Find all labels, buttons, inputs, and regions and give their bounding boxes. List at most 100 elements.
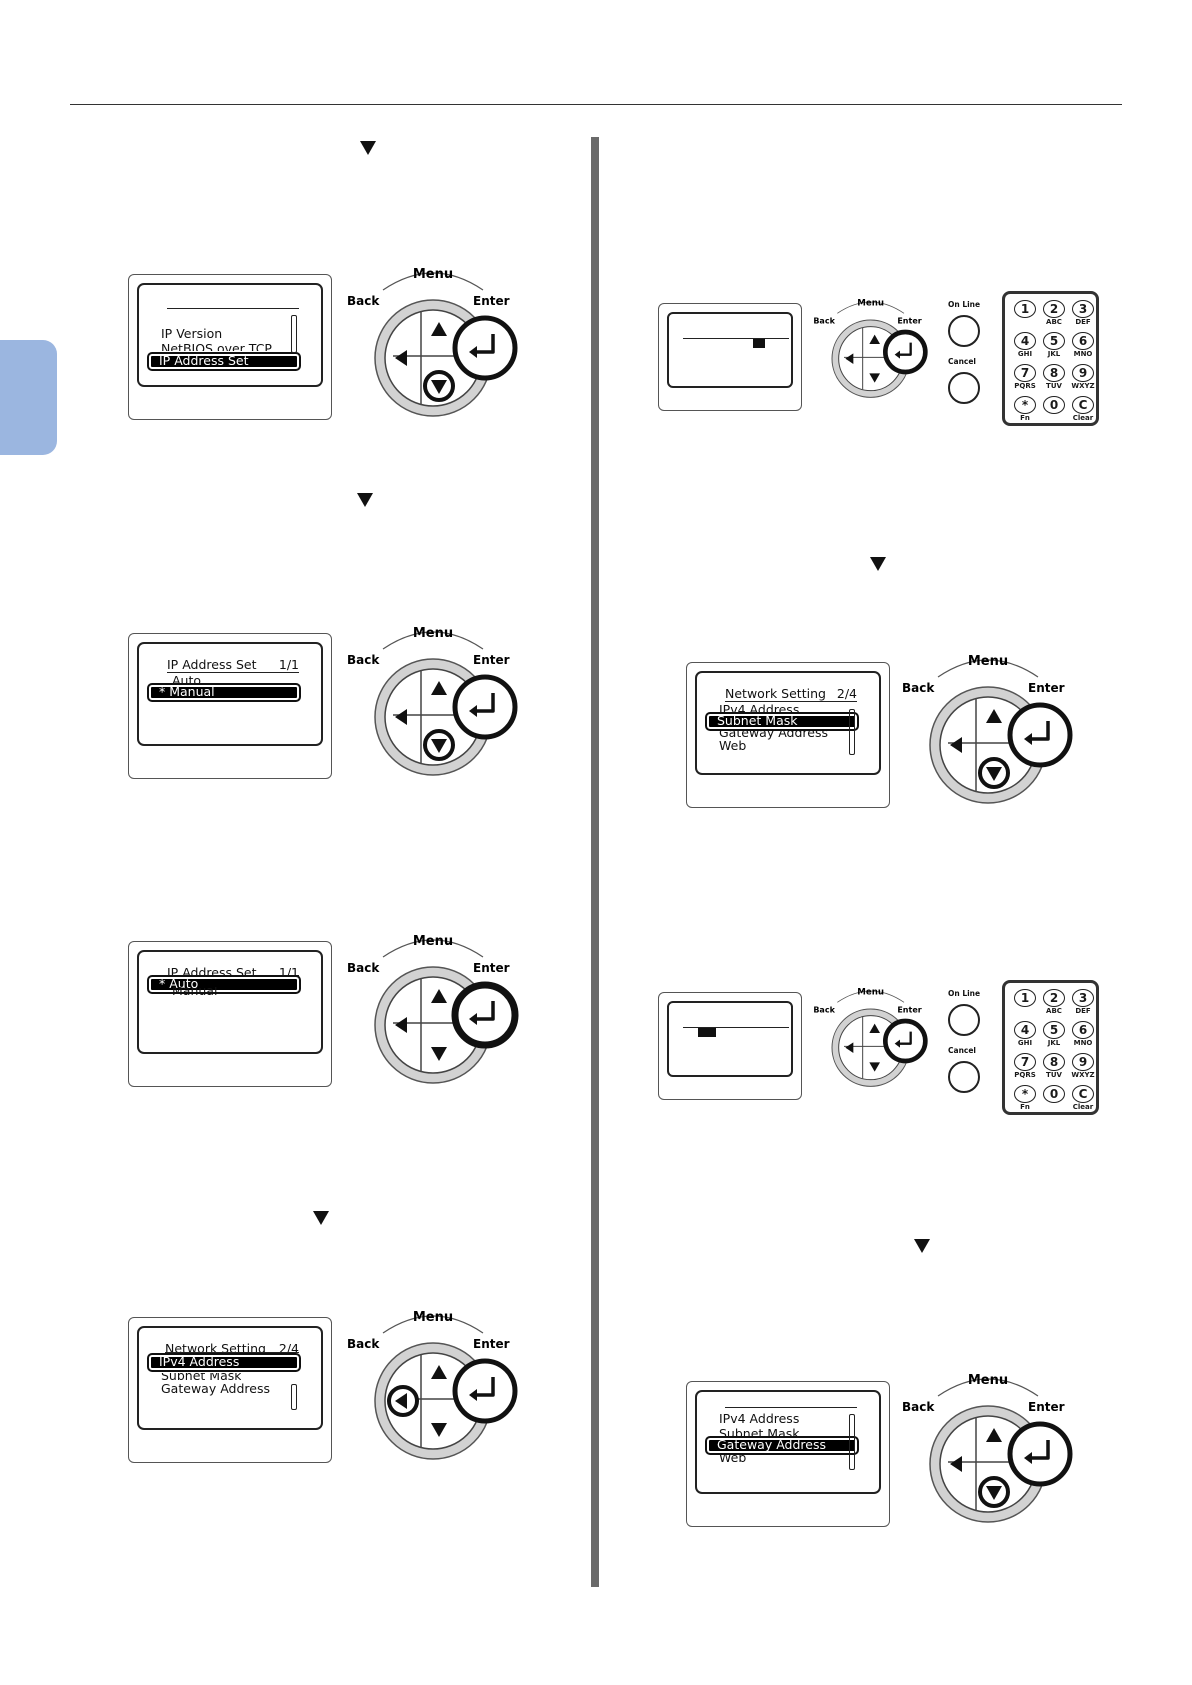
enter-button[interactable]	[1007, 1421, 1073, 1487]
left-arrow-icon[interactable]	[395, 1393, 407, 1409]
enter-label: Enter	[1028, 1400, 1065, 1414]
enter-label: Enter	[897, 316, 921, 325]
back-label: Back	[813, 1005, 835, 1014]
keypad-key[interactable]: 1	[1011, 989, 1039, 1007]
down-arrow-icon[interactable]	[431, 1423, 447, 1437]
input-underline	[683, 338, 789, 340]
keypad-key[interactable]: 1	[1011, 300, 1039, 318]
cancel-label: Cancel	[948, 357, 977, 366]
keypad-letters: MNO	[1073, 1039, 1093, 1047]
enter-icon	[898, 342, 912, 356]
keypad-letters: Fn	[1020, 1103, 1030, 1111]
online-button[interactable]	[948, 315, 980, 347]
down-arrow-icon[interactable]	[431, 1047, 447, 1061]
cancel-button[interactable]	[948, 1061, 980, 1093]
enter-button[interactable]	[883, 329, 928, 375]
back-label: Back	[347, 1337, 380, 1351]
cancel-button[interactable]	[948, 372, 980, 404]
left-arrow-icon[interactable]	[845, 1042, 854, 1053]
left-arrow-icon[interactable]	[395, 350, 407, 366]
keypad-letters: Fn	[1020, 414, 1030, 422]
down-arrow-icon[interactable]	[869, 1062, 880, 1072]
keypad-key[interactable]: *Fn	[1011, 396, 1039, 422]
down-arrow-icon[interactable]	[986, 767, 1002, 781]
cursor-block	[753, 339, 765, 348]
down-arrow-icon[interactable]	[431, 739, 447, 753]
lcd-menu-line: Auto	[172, 674, 202, 683]
left-arrow-icon[interactable]	[395, 709, 407, 725]
enter-label: Enter	[1028, 681, 1065, 695]
keypad-digit: 1	[1014, 300, 1036, 318]
up-arrow-icon[interactable]	[986, 1428, 1002, 1442]
online-button[interactable]	[948, 1004, 980, 1036]
lcd-menu-line: IPv4 Address	[719, 703, 800, 712]
menu-label: Menu	[413, 1310, 453, 1325]
keypad-key[interactable]: 0	[1040, 396, 1068, 414]
lcd-menu-line: IP Version	[161, 326, 223, 341]
enter-button[interactable]	[452, 1358, 518, 1424]
keypad-digit: 1	[1014, 989, 1036, 1007]
keypad-key[interactable]: 0	[1040, 1085, 1068, 1103]
enter-button[interactable]	[1007, 702, 1073, 768]
enter-icon	[898, 1031, 912, 1045]
menu-arc	[382, 1315, 484, 1334]
up-arrow-icon[interactable]	[869, 334, 880, 344]
enter-icon-head	[1024, 1452, 1032, 1464]
down-arrow-icon[interactable]	[869, 373, 880, 383]
enter-icon	[475, 693, 495, 713]
down-arrow-icon[interactable]	[431, 380, 447, 394]
left-arrow-icon[interactable]	[395, 1017, 407, 1033]
down-arrow-icon[interactable]	[986, 1486, 1002, 1500]
enter-button[interactable]	[452, 674, 518, 740]
left-arrow-icon[interactable]	[845, 353, 854, 364]
enter-button[interactable]	[883, 1018, 928, 1064]
up-arrow-icon[interactable]	[431, 681, 447, 695]
up-arrow-icon[interactable]	[869, 1023, 880, 1033]
up-arrow-icon[interactable]	[431, 322, 447, 336]
keypad-key[interactable]: *Fn	[1011, 1085, 1039, 1111]
lcd-selected-item: * Manual	[147, 683, 301, 702]
lcd-selected-item: IP Address Set	[147, 352, 301, 371]
menu-arc	[837, 990, 905, 1003]
enter-button[interactable]	[452, 315, 518, 381]
menu-label: Menu	[857, 987, 884, 997]
lcd-page-indicator: 2/4	[278, 1342, 299, 1353]
lcd-selected-item: Subnet Mask	[705, 712, 859, 731]
up-arrow-icon[interactable]	[431, 989, 447, 1003]
enter-button[interactable]	[451, 981, 519, 1049]
keypad-digit: 0	[1043, 1085, 1065, 1103]
up-arrow-icon[interactable]	[431, 1365, 447, 1379]
left-arrow-icon[interactable]	[950, 737, 962, 753]
enter-icon	[1030, 721, 1050, 741]
lcd-menu-line: Gateway Address	[719, 730, 828, 740]
lcd-title-text: IP Address Set	[167, 657, 257, 672]
keypad-letters: GHI	[1017, 350, 1033, 358]
left-arrow-icon[interactable]	[950, 1456, 962, 1472]
lcd-menu-line: Manual	[172, 987, 217, 999]
up-arrow-icon[interactable]	[986, 709, 1002, 723]
